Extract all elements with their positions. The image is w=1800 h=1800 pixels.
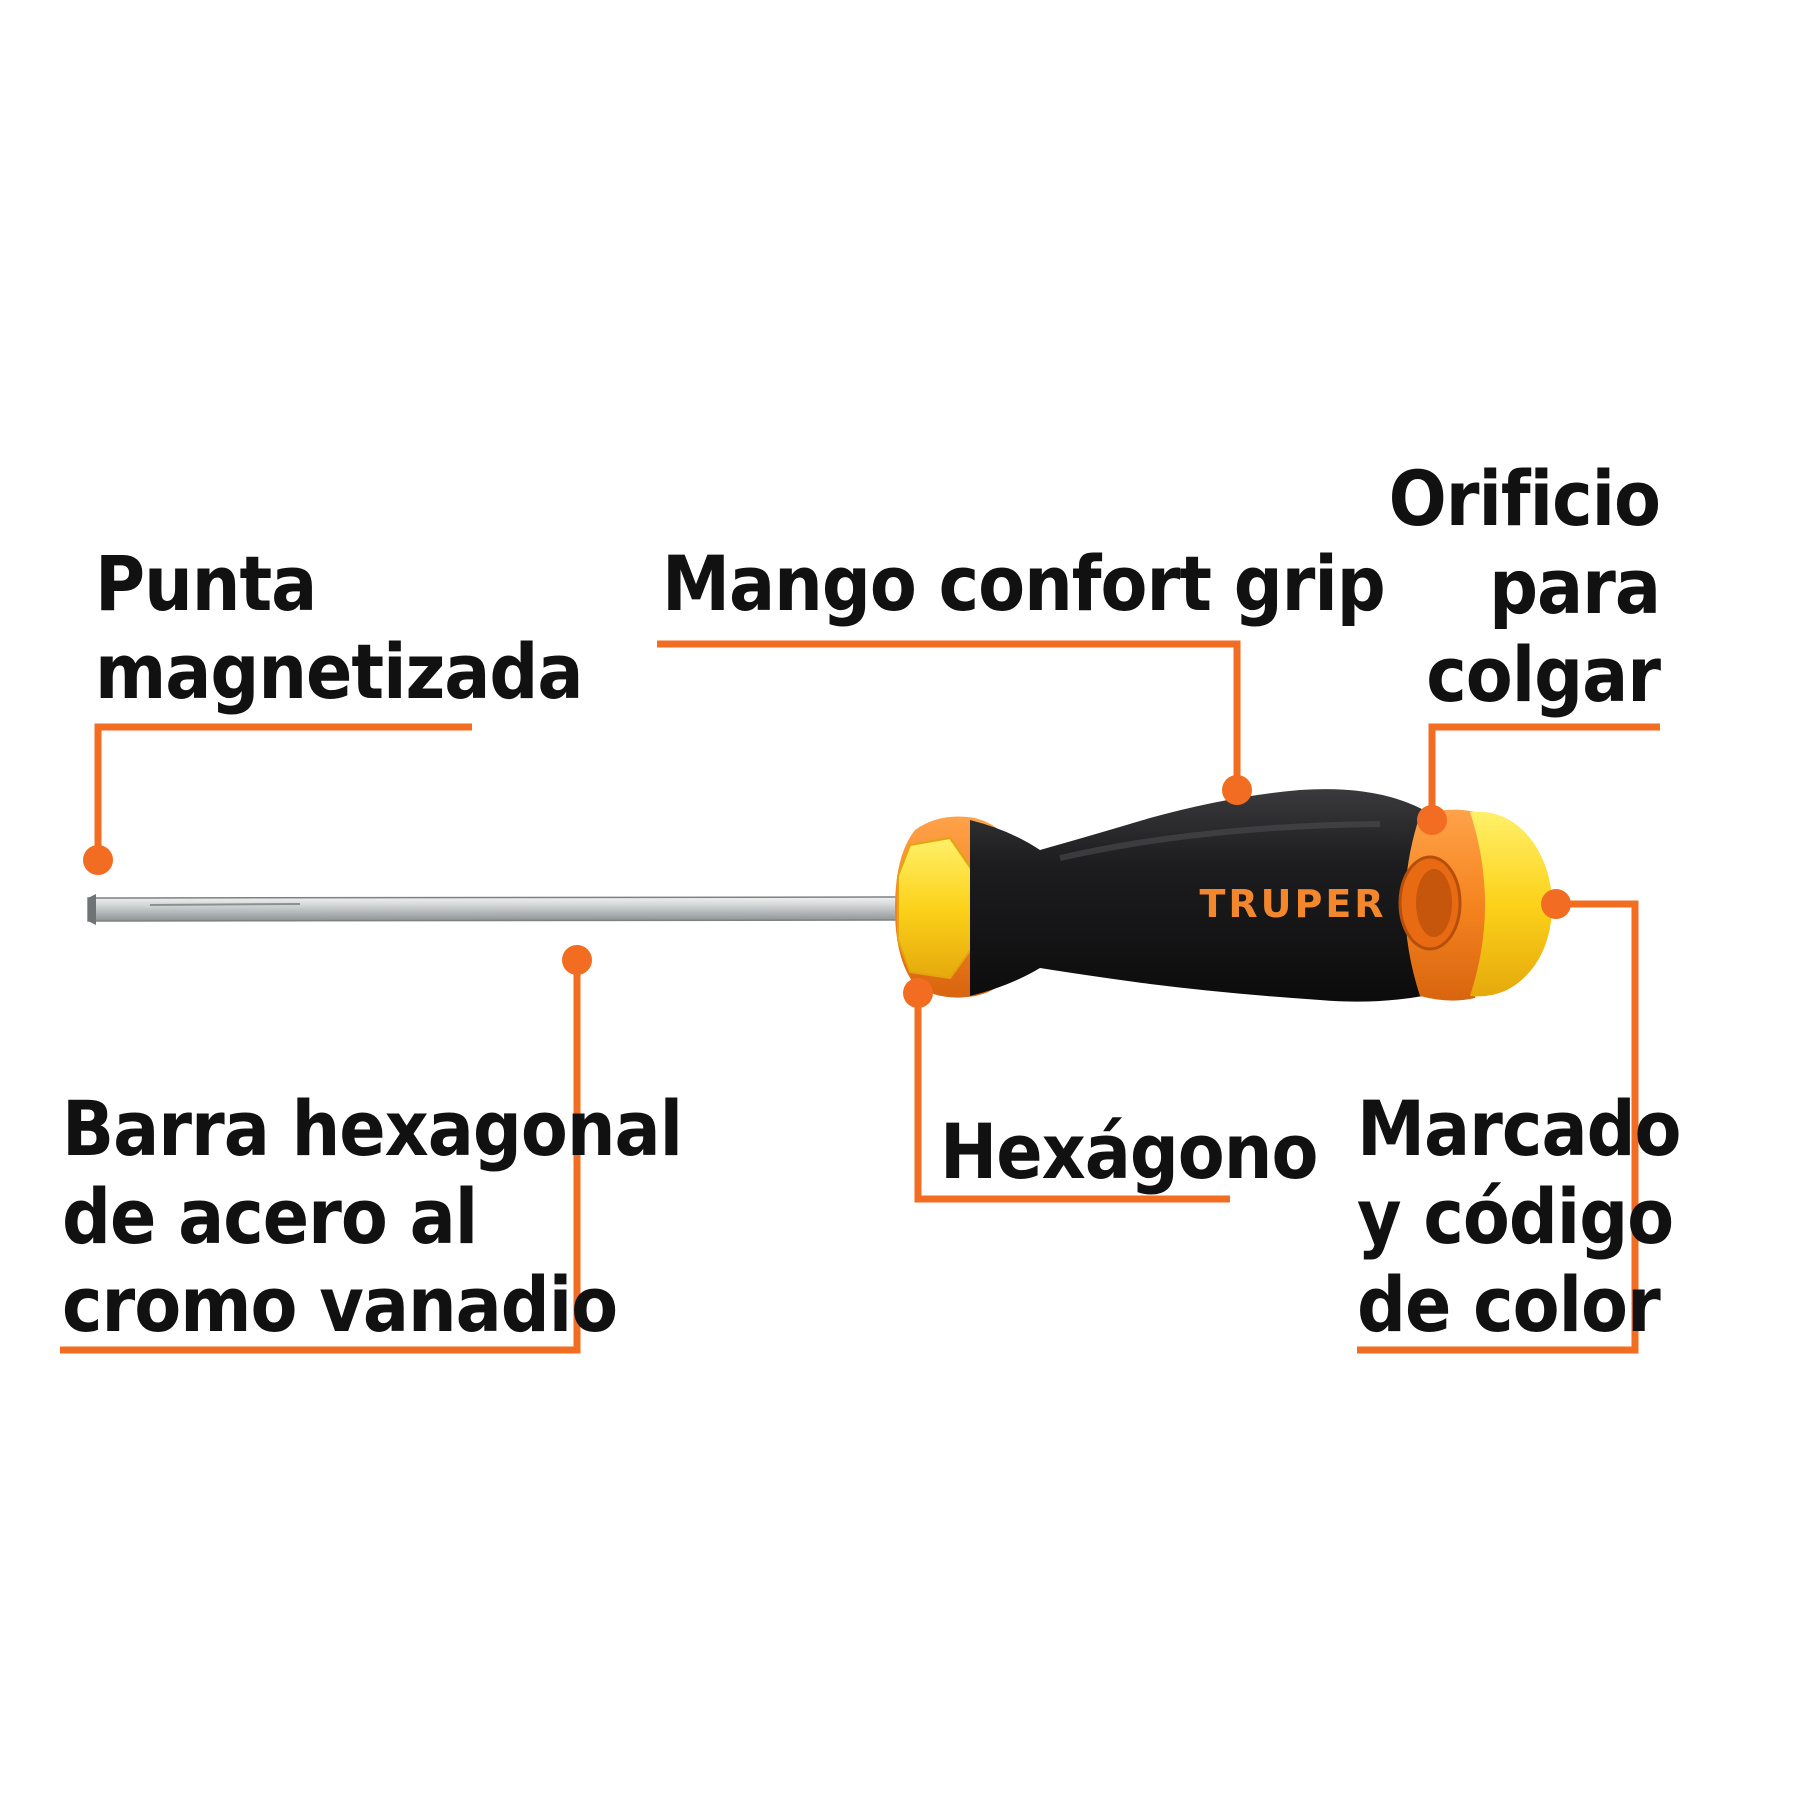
screwdriver-handle: TRUPER [895,789,1552,1002]
callout-dot-grip [1222,775,1252,805]
callout-dot-hang-hole [1417,805,1447,835]
grip-body [970,789,1450,1002]
leader-lines [60,640,1660,1354]
callout-label-bar: Barra hexagonal de acero al cromo vanadi… [62,1084,683,1349]
callout-label-line: cromo vanadio [62,1260,618,1349]
callout-dot-tip [83,845,113,875]
callout-label-hang-hole: Orificio para colgar [1388,454,1661,719]
callout-label-line: magnetizada [95,627,583,716]
leader-line-bar [60,960,581,1354]
leader-line-tip [94,723,472,860]
callout-label-line: de acero al [62,1172,478,1261]
callout-dots [83,775,1571,1008]
callout-label-tip: Punta magnetizada [95,540,583,716]
brand-logo: TRUPER [1199,882,1386,926]
hexagon-bolster [897,836,973,980]
leader-line-grip [657,640,1241,790]
screwdriver-shaft [87,894,921,925]
callout-label-line: para [1489,542,1661,631]
callout-label-line: Barra hexagonal [62,1084,683,1173]
callout-label-line: Hexágono [940,1107,1318,1196]
callout-label-line: Mango confort grip [662,539,1386,628]
leader-line-color-code [1357,900,1639,1354]
leader-line-hexagon [914,993,1230,1203]
callout-label-line: de color [1357,1260,1661,1349]
callout-label-line: Punta [95,539,317,628]
callout-label-hexagon: Hexágono [940,1107,1318,1196]
callout-dot-bar [562,945,592,975]
callout-label-line: colgar [1426,630,1661,719]
callout-dot-color-code [1541,889,1571,919]
callout-label-line: Marcado [1357,1084,1681,1173]
callout-label-line: y código [1357,1172,1674,1261]
callout-dot-hexagon [903,978,933,1008]
leader-line-hang-hole [1428,723,1660,820]
callout-label-grip: Mango confort grip [662,539,1386,628]
callout-label-color-code: Marcado y código de color [1357,1085,1681,1349]
callout-label-line: Orificio [1388,454,1661,543]
end-cap [1470,811,1552,997]
